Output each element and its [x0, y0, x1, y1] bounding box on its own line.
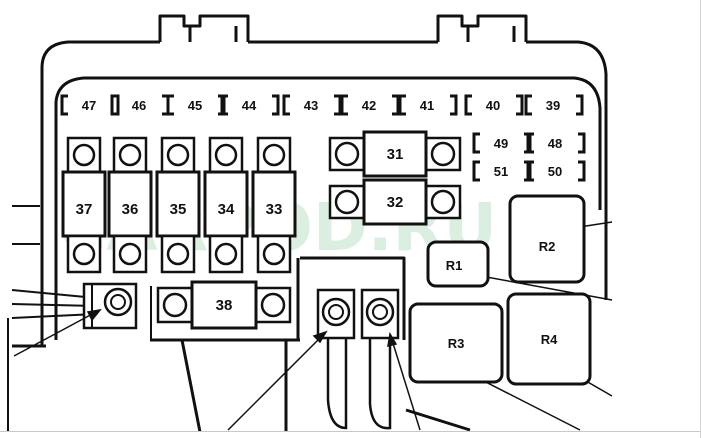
mini-fuse-label-51: 51 — [494, 164, 508, 179]
mini-fuse-47: 47 — [60, 94, 120, 116]
mini-fuse-49: 49 — [472, 132, 532, 154]
mini-fuse-50: 50 — [526, 160, 586, 182]
mini-fuse-39: 39 — [524, 94, 584, 116]
horizontal-fuse-label-38: 38 — [216, 297, 233, 314]
mini-fuse-label-39: 39 — [546, 98, 560, 113]
fuse-box-housing — [12, 14, 608, 433]
relay-label-r1: R1 — [446, 258, 463, 273]
cartridge-fuse-35: 35 — [155, 136, 201, 274]
mini-fuse-label-50: 50 — [548, 164, 562, 179]
mini-fuse-45: 45 — [166, 94, 226, 116]
cartridge-fuse-36: 36 — [107, 136, 153, 274]
wire-leads-left — [7, 205, 97, 436]
mini-fuse-label-43: 43 — [304, 98, 318, 113]
cartridge-fuse-label-35: 35 — [170, 201, 187, 218]
relay-r3: R3 — [408, 302, 504, 384]
relay-r2: R2 — [508, 194, 586, 284]
mini-fuse-label-41: 41 — [420, 98, 434, 113]
horizontal-fuse-label-32: 32 — [387, 194, 404, 211]
mini-fuse-44: 44 — [220, 94, 280, 116]
relay-label-r2: R2 — [539, 239, 556, 254]
relay-r1: R1 — [426, 240, 490, 288]
mini-fuse-label-44: 44 — [242, 98, 257, 113]
horizontal-fuse-32: 32 — [328, 178, 462, 226]
cartridge-fuse-label-33: 33 — [266, 201, 283, 218]
bolt-terminals-center — [316, 288, 400, 430]
cartridge-fuse-37: 37 — [61, 136, 107, 274]
cartridge-fuse-label-36: 36 — [122, 201, 139, 218]
relay-label-r3: R3 — [448, 336, 465, 351]
mini-fuse-label-42: 42 — [362, 98, 376, 113]
mini-fuse-label-47: 47 — [82, 98, 96, 113]
mini-fuse-label-45: 45 — [188, 98, 202, 113]
mini-fuse-42: 42 — [340, 94, 400, 116]
mini-fuse-51: 51 — [472, 160, 532, 182]
cartridge-fuse-33: 33 — [251, 136, 297, 274]
mini-fuse-46: 46 — [110, 94, 170, 116]
mini-fuse-label-40: 40 — [486, 98, 500, 113]
horizontal-fuse-38: 38 — [156, 280, 292, 330]
mini-fuse-43: 43 — [282, 94, 342, 116]
relay-r4: R4 — [506, 292, 592, 386]
mini-fuse-48: 48 — [526, 132, 586, 154]
mini-fuse-41: 41 — [398, 94, 458, 116]
horizontal-fuse-31: 31 — [328, 130, 462, 178]
mini-fuse-label-48: 48 — [548, 136, 562, 151]
cartridge-fuse-34: 34 — [203, 136, 249, 274]
cartridge-fuse-label-37: 37 — [76, 201, 93, 218]
cartridge-fuse-label-34: 34 — [218, 201, 235, 218]
mini-fuse-label-49: 49 — [494, 136, 508, 151]
relay-label-r4: R4 — [541, 332, 558, 347]
horizontal-fuse-label-31: 31 — [387, 146, 404, 163]
bottom-border — [0, 431, 701, 438]
mini-fuse-40: 40 — [464, 94, 524, 116]
mini-fuse-label-46: 46 — [132, 98, 146, 113]
